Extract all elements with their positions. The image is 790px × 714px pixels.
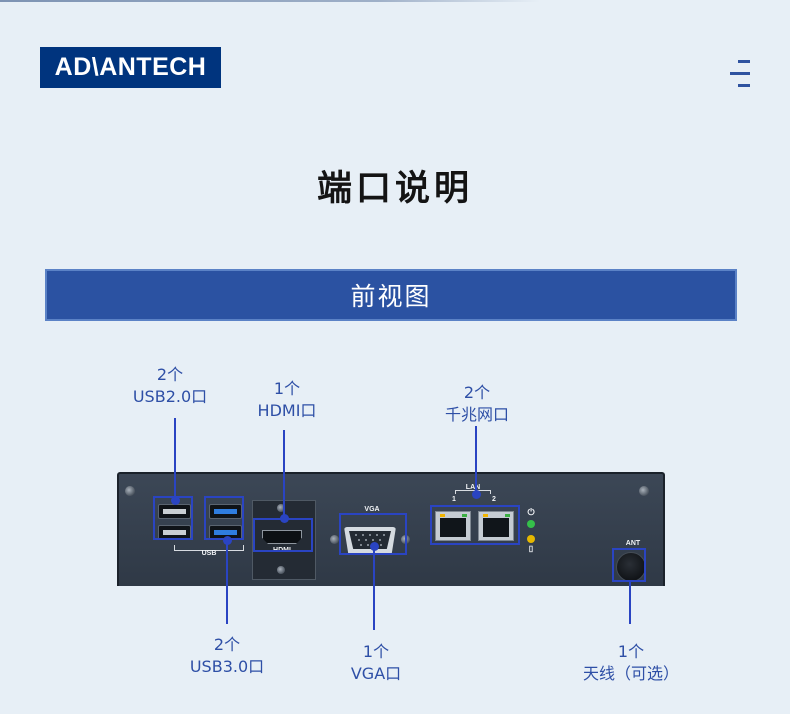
usb-silkscreen: USB bbox=[201, 550, 217, 557]
vga-callout-line bbox=[373, 546, 375, 630]
hdmi-highlight bbox=[253, 518, 313, 552]
hamburger-menu-icon[interactable] bbox=[728, 60, 752, 88]
callout-usb2-name: USB2.0口 bbox=[132, 387, 208, 406]
storage-led bbox=[527, 535, 535, 543]
hdmi-port bbox=[262, 530, 302, 544]
lan-callout-dot bbox=[471, 489, 481, 499]
callout-usb3-name: USB3.0口 bbox=[189, 657, 265, 676]
screw-icon bbox=[639, 486, 649, 496]
lan-silkscreen: LAN bbox=[465, 484, 481, 491]
callout-usb2-count: 2个 bbox=[156, 365, 184, 384]
power-led bbox=[527, 520, 535, 528]
callout-vga: 1个 VGA口 bbox=[326, 641, 426, 685]
usb2-callout-dot bbox=[170, 495, 180, 505]
callout-vga-name: VGA口 bbox=[350, 664, 402, 683]
antenna-highlight bbox=[612, 548, 646, 582]
antenna-callout-line bbox=[629, 582, 631, 624]
power-icon: ⏻ bbox=[527, 507, 535, 517]
callout-lan: 2个 千兆网口 bbox=[417, 382, 537, 426]
lan-port-2 bbox=[478, 511, 514, 541]
screw-icon bbox=[277, 504, 285, 512]
logo-text: AD\ANTECH bbox=[54, 53, 207, 81]
usb3-port bbox=[209, 504, 242, 519]
callout-usb3: 2个 USB3.0口 bbox=[177, 634, 277, 678]
ant-silkscreen: ANT bbox=[625, 540, 641, 547]
lan-2-silkscreen: 2 bbox=[492, 496, 496, 503]
callout-lan-count: 2个 bbox=[463, 383, 491, 402]
usb2-port bbox=[158, 504, 191, 519]
advantech-logo[interactable]: AD\ANTECH bbox=[40, 47, 221, 88]
lan-1-silkscreen: 1 bbox=[452, 496, 456, 503]
storage-icon: ▯ bbox=[528, 544, 534, 553]
callout-hdmi-name: HDMI口 bbox=[257, 401, 317, 420]
callout-antenna-name: 天线（可选） bbox=[582, 664, 679, 683]
page-title: 端口说明 bbox=[316, 169, 473, 209]
vga-silkscreen: VGA bbox=[364, 506, 380, 513]
callout-lan-name: 千兆网口 bbox=[444, 405, 509, 424]
section-header-front-view: 前视图 bbox=[45, 269, 737, 321]
callout-hdmi-count: 1个 bbox=[273, 379, 301, 398]
top-divider bbox=[0, 0, 540, 2]
callout-vga-count: 1个 bbox=[362, 642, 390, 661]
hdmi-callout-dot bbox=[279, 513, 289, 523]
lan-highlight bbox=[430, 505, 520, 545]
hdmi-callout-line bbox=[283, 430, 285, 518]
screw-icon bbox=[277, 566, 285, 574]
screw-icon bbox=[330, 535, 339, 544]
callout-usb3-count: 2个 bbox=[213, 635, 241, 654]
usb2-callout-line bbox=[174, 418, 176, 500]
usb-bracket bbox=[174, 545, 244, 551]
callout-antenna: 1个 天线（可选） bbox=[566, 641, 696, 685]
screw-icon bbox=[125, 486, 135, 496]
callout-hdmi: 1个 HDMI口 bbox=[237, 378, 337, 422]
callout-antenna-count: 1个 bbox=[617, 642, 645, 661]
usb3-callout-line bbox=[226, 540, 228, 624]
callout-usb2: 2个 USB2.0口 bbox=[120, 364, 220, 408]
usb3-callout-dot bbox=[222, 535, 232, 545]
lan-port-1 bbox=[435, 511, 471, 541]
usb3-port bbox=[209, 525, 242, 540]
device-front-panel: USB HDMI VGA LAN 1 2 ⏻ ▯ ANT bbox=[117, 472, 665, 586]
section-title: 前视图 bbox=[350, 282, 432, 311]
vga-callout-dot bbox=[369, 541, 379, 551]
lan-callout-line bbox=[475, 426, 477, 494]
usb3-highlight bbox=[204, 496, 244, 540]
